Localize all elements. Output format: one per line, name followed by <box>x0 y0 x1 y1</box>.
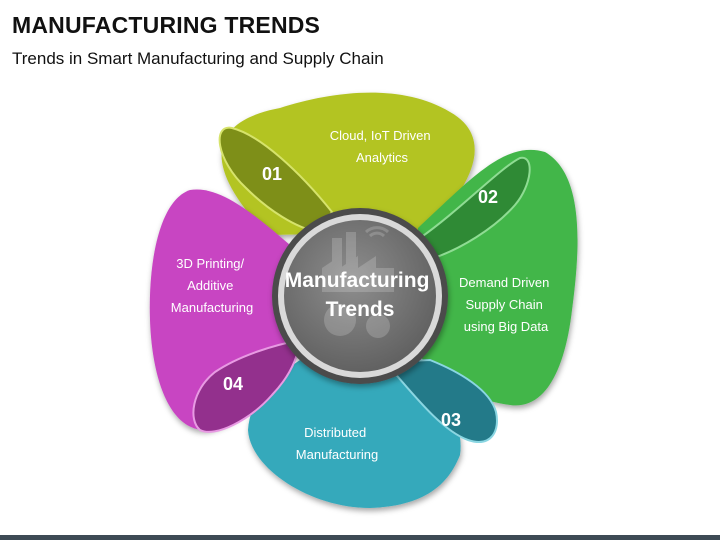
petal-03-line-2: Manufacturing <box>296 447 378 462</box>
petal-01: 01 Cloud, IoT Driven Analytics <box>218 92 475 236</box>
petal-04-number: 04 <box>223 374 243 394</box>
petal-02-text: Demand Driven Supply Chain using Big Dat… <box>459 275 553 334</box>
petal-01-number: 01 <box>262 164 282 184</box>
petal-04-line-3: Manufacturing <box>171 300 253 315</box>
petal-03-text: Distributed Manufacturing <box>296 425 378 462</box>
center-title-line-2: Trends <box>326 298 395 321</box>
page-subtitle: Trends in Smart Manufacturing and Supply… <box>12 49 384 68</box>
petal-04-tab <box>192 338 302 433</box>
petal-01-text: Cloud, IoT Driven Analytics <box>330 128 435 165</box>
petal-01-line-1: Cloud, IoT Driven <box>330 128 431 143</box>
petal-03-tab <box>382 358 498 443</box>
petal-04-line-2: Additive <box>187 278 233 293</box>
center-title: Manufacturing Trends <box>285 269 436 321</box>
petal-04-text: 3D Printing/ Additive Manufacturing <box>171 256 253 315</box>
footer-bar <box>0 535 720 540</box>
factory-gears-icon <box>322 226 394 338</box>
petal-02-number: 02 <box>478 187 498 207</box>
petal-04-line-1: 3D Printing/ <box>176 256 244 271</box>
petal-04: 04 3D Printing/ Additive Manufacturing <box>149 189 302 433</box>
petal-03-shape <box>248 360 461 508</box>
petal-01-line-2: Analytics <box>356 150 409 165</box>
petal-02-line-1: Demand Driven <box>459 275 549 290</box>
petal-02-line-3: using Big Data <box>464 319 549 334</box>
petal-03-line-1: Distributed <box>304 425 366 440</box>
petal-02: 02 Demand Driven Supply Chain using Big … <box>418 149 578 406</box>
center-hub: Manufacturing Trends <box>272 208 448 384</box>
page-title: MANUFACTURING TRENDS <box>12 12 321 38</box>
center-disc <box>284 220 436 372</box>
petal-03: 03 Distributed Manufacturing <box>248 358 498 508</box>
petal-01-tab <box>218 126 334 234</box>
petal-03-number: 03 <box>441 410 461 430</box>
center-title-line-1: Manufacturing <box>285 269 430 292</box>
petal-02-line-2: Supply Chain <box>466 297 543 312</box>
petal-02-tab <box>418 156 531 262</box>
